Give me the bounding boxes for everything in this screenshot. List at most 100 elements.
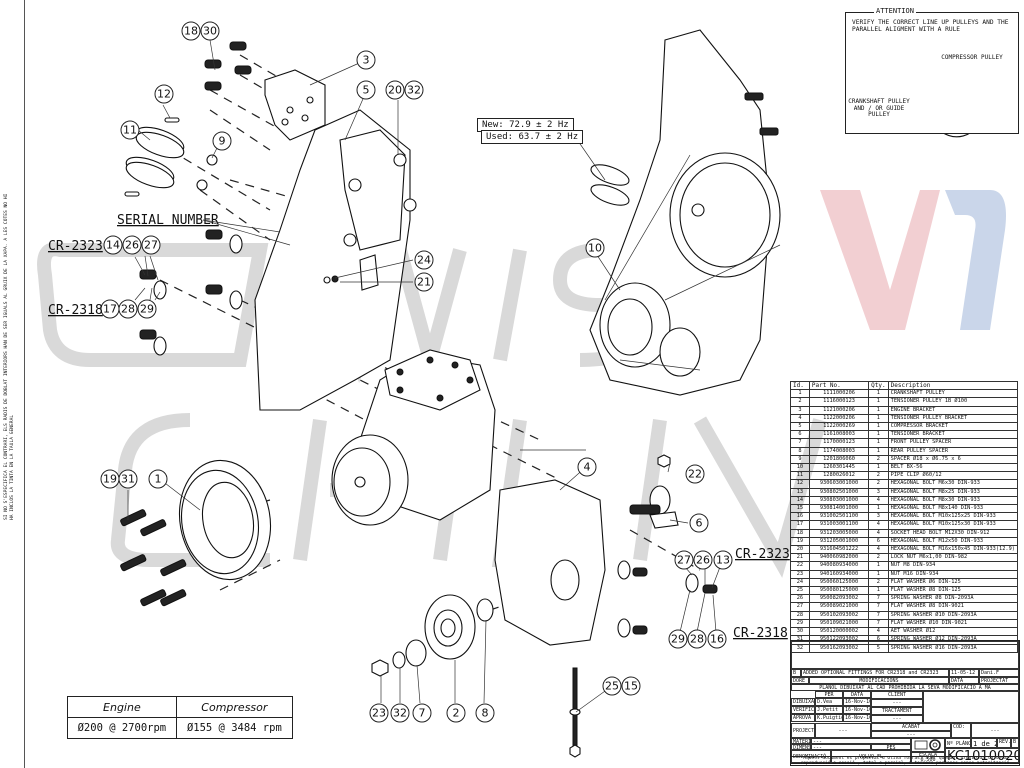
sheet-value: 1 de 2 xyxy=(971,738,997,748)
callout-23: 23 xyxy=(369,703,389,723)
margin-line xyxy=(24,0,25,768)
engine-bracket-part-3 xyxy=(264,69,326,141)
verified-by: J.Petit xyxy=(815,706,843,714)
part-description: COMPRESSOR BRACKET xyxy=(887,422,1019,432)
part-number: 950102093002 xyxy=(808,610,870,620)
tensioner-pulley-part-2 xyxy=(371,594,494,677)
part-number: 1201806060 xyxy=(808,454,870,465)
treatment-label: TRACTAMENT xyxy=(871,707,923,715)
part-qty: 1 xyxy=(868,463,889,473)
part-id: 27 xyxy=(790,602,810,612)
callout-6: 6 xyxy=(689,513,709,533)
part-number: 950060125000 xyxy=(808,577,870,588)
part-description: HEXAGONAL BOLT M12x50 DIN-933 xyxy=(887,536,1019,547)
part-id: 21 xyxy=(790,553,810,563)
role-drawn: DIBUIXA xyxy=(791,698,815,706)
role-verified: VERIFICA xyxy=(791,706,815,714)
svg-text:4: 4 xyxy=(584,461,591,474)
part-id: 5 xyxy=(790,422,810,432)
callout-3: 3 xyxy=(356,50,376,70)
variant-label-cr2318: CR-2318 xyxy=(48,303,103,318)
part-id: 10 xyxy=(790,463,810,473)
revision-header-project: PROJECTAT xyxy=(979,677,1019,684)
svg-text:10: 10 xyxy=(588,242,602,255)
part-description: SPRING WASHER Ø10 DIN-2093A xyxy=(887,610,1019,620)
part-id: 3 xyxy=(790,405,810,415)
part-id: 7 xyxy=(790,438,810,448)
svg-text:29: 29 xyxy=(671,633,685,646)
part-qty: 1 xyxy=(868,569,889,579)
callout-29a: 29 xyxy=(137,299,157,319)
crankshaft-pulley-part-1 xyxy=(178,459,272,581)
speed-engine-value: Ø200 @ 2700rpm xyxy=(67,717,177,739)
scale-value: 0.500 xyxy=(920,757,936,763)
bracket-bolts-washers xyxy=(139,229,339,356)
svg-text:26: 26 xyxy=(125,239,139,252)
part-qty: 1 xyxy=(868,430,889,440)
part-number: 930803001000 xyxy=(808,495,870,506)
part-number: 1260301445 xyxy=(808,463,870,473)
part-number: 930802501000 xyxy=(808,487,870,497)
speed-compressor-value: Ø155 @ 3484 rpm xyxy=(175,717,294,739)
svg-text:21: 21 xyxy=(417,276,431,289)
svg-text:11: 11 xyxy=(123,124,137,137)
part-id: 24 xyxy=(790,577,810,588)
part-qty: 7 xyxy=(868,618,889,629)
part-description: HEXAGONAL BOLT M8x140 DIN-933 xyxy=(887,504,1019,514)
long-bolt-part-15 xyxy=(569,667,581,758)
callout-26b: 26 xyxy=(693,550,713,570)
dimensions-value: --- xyxy=(811,744,871,750)
svg-text:25: 25 xyxy=(605,680,619,693)
part-number: 1111000206 xyxy=(808,389,870,399)
svg-text:22: 22 xyxy=(688,468,702,481)
part-number: 1161008003 xyxy=(808,430,870,440)
drawn-date: 16-Nov-10 xyxy=(843,698,871,706)
part-number: 1122000206 xyxy=(808,413,870,424)
svg-text:14: 14 xyxy=(106,239,120,252)
part-description: NUT M16 DIN-934 xyxy=(887,569,1019,579)
part-qty: 1 xyxy=(868,397,889,407)
compressor-pulley-label: COMPRESSOR PULLEY xyxy=(941,54,1003,61)
part-qty: 1 xyxy=(868,413,889,424)
part-number: 931604501222 xyxy=(808,545,870,555)
part-number: 940080934000 xyxy=(808,561,870,571)
callout-7: 7 xyxy=(412,703,432,723)
variant-label-cr2323: CR-2323 xyxy=(48,239,103,254)
callout-20: 20 xyxy=(385,80,405,100)
drawing-number: KC10100206 xyxy=(945,748,1019,763)
variant-label-cr2318-right: CR-2318 xyxy=(733,626,788,641)
part-number: 1122000269 xyxy=(808,422,870,432)
svg-text:16: 16 xyxy=(710,633,724,646)
callout-22: 22 xyxy=(685,464,705,484)
revision-blank-area xyxy=(791,641,1019,669)
col-qty: Qty. xyxy=(868,380,889,391)
part-number: 950089021000 xyxy=(808,602,870,612)
part-number: 940060982000 xyxy=(808,553,870,563)
svg-text:8: 8 xyxy=(482,707,489,720)
people-col-data: DATA xyxy=(843,691,871,698)
callout-26a: 26 xyxy=(122,235,142,255)
part-qty: 6 xyxy=(868,635,889,645)
finish-value: --- xyxy=(871,731,951,738)
callout-32a: 32 xyxy=(404,80,424,100)
assembled-view xyxy=(589,29,781,396)
callout-10: 10 xyxy=(585,238,605,258)
svg-text:32: 32 xyxy=(407,84,421,97)
part-qty: 1 xyxy=(868,504,889,514)
project-value: --- xyxy=(815,723,871,738)
tensioner-pulley-bracket-part-4 xyxy=(494,479,648,646)
role-approved: APROVA xyxy=(791,714,815,722)
svg-text:29: 29 xyxy=(140,303,154,316)
svg-text:13: 13 xyxy=(716,554,730,567)
